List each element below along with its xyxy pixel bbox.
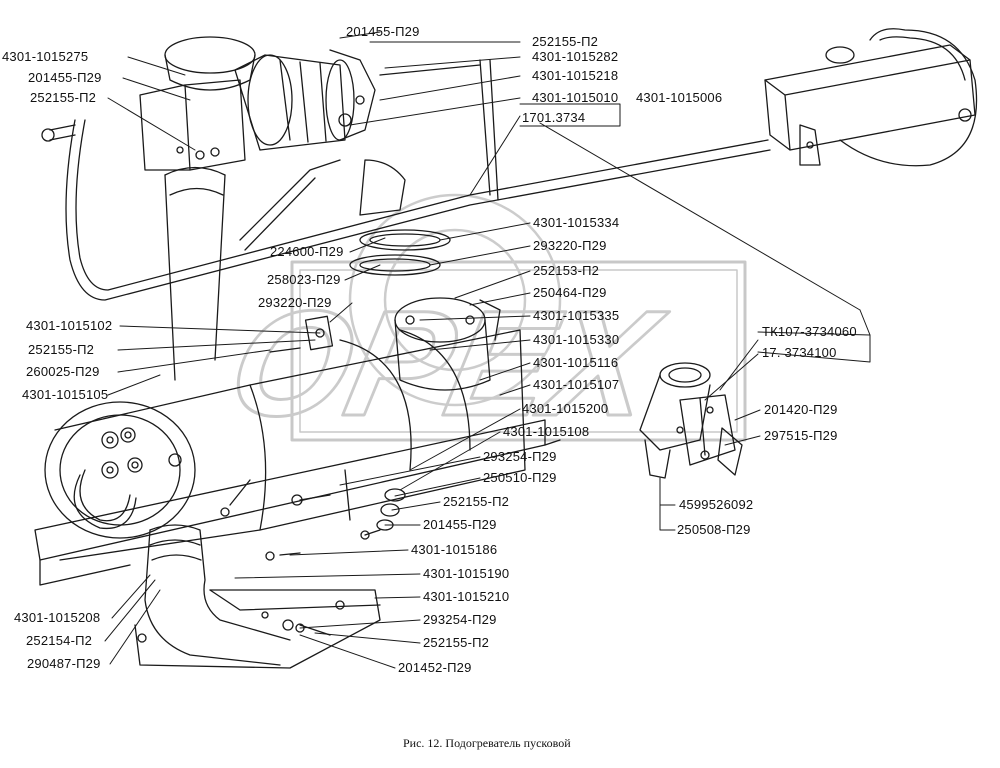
- callout-label: 4301-1015200: [522, 401, 609, 416]
- fuel-tank: [765, 29, 977, 166]
- callout-label: 4301-1015102: [26, 318, 113, 333]
- callout-label: 293220-П29: [533, 238, 607, 253]
- callout-label: 252155-П2: [28, 342, 95, 357]
- figure-caption: Рис. 12. Подогреватель пусковой: [403, 736, 571, 750]
- callout-label: 252153-П2: [533, 263, 600, 278]
- leader-lines: [105, 32, 870, 668]
- callout-label: 4301-1015186: [411, 542, 498, 557]
- callout-label: 252154-П2: [26, 633, 93, 648]
- callout-label: 4301-1015275: [2, 49, 89, 64]
- blower-motor: [165, 37, 375, 150]
- callout-label: 4301-1015334: [533, 215, 620, 230]
- callout-label: 250510-П29: [483, 470, 557, 485]
- callout-label: 224600-П29: [270, 244, 344, 259]
- callout-label: 201455-П29: [28, 70, 102, 85]
- callout-label: 252155-П2: [30, 90, 97, 105]
- callout-label: 4599526092: [679, 497, 754, 512]
- callout-label: 4301-1015282: [532, 49, 619, 64]
- callout-label: ТК107-3734060: [762, 324, 857, 339]
- callout-label: 17. 3734100: [762, 345, 837, 360]
- callout-label: 201455-П29: [423, 517, 497, 532]
- callout-label: 293254-П29: [483, 449, 557, 464]
- callout-label: 4301-1015330: [533, 332, 620, 347]
- watermark-gear: [350, 195, 560, 405]
- callout-label: 201455-П29: [346, 24, 420, 39]
- watermark-text: OPEX: [216, 281, 676, 448]
- callout-label: 293220-П29: [258, 295, 332, 310]
- ignition-coil: [640, 363, 742, 478]
- callout-label: 4301-1015105: [22, 387, 109, 402]
- callout-label: 252155-П2: [443, 494, 510, 509]
- callout-label: 4301-1015210: [423, 589, 510, 604]
- callout-label: 4301-1015107: [533, 377, 620, 392]
- callout-label: 252155-П2: [532, 34, 599, 49]
- callout-label: 297515-П29: [764, 428, 838, 443]
- callout-label: 4301-1015218: [532, 68, 619, 83]
- callout-label: 201420-П29: [764, 402, 838, 417]
- callout-label: 250508-П29: [677, 522, 751, 537]
- callout-label: 250464-П29: [533, 285, 607, 300]
- callout-label: 4301-1015335: [533, 308, 620, 323]
- callout-label: 201452-П29: [398, 660, 472, 675]
- callout-label: 4301-1015190: [423, 566, 510, 581]
- muffler: [135, 590, 380, 668]
- combustion-chamber: [395, 298, 500, 390]
- fuel-lines: [42, 60, 770, 300]
- callout-label: 293254-П29: [423, 612, 497, 627]
- callout-label: 290487-П29: [27, 656, 101, 671]
- callout-label: 1701.3734: [522, 110, 586, 125]
- callout-label: 4301-1015010: [532, 90, 619, 105]
- callout-label: 258023-П29: [267, 272, 341, 287]
- callout-label: 252155-П2: [423, 635, 490, 650]
- heater-body: [45, 330, 525, 560]
- callout-label: 4301-1015108: [503, 424, 590, 439]
- frame-rail: [35, 420, 560, 585]
- callout-label: 4301-1015006: [636, 90, 723, 105]
- callout-label: 4301-1015208: [14, 610, 101, 625]
- callout-label: 260025-П29: [26, 364, 100, 379]
- callout-label: 4301-1015116: [533, 355, 619, 370]
- clamp-parts: [221, 316, 405, 635]
- mounting-bracket: [140, 80, 245, 170]
